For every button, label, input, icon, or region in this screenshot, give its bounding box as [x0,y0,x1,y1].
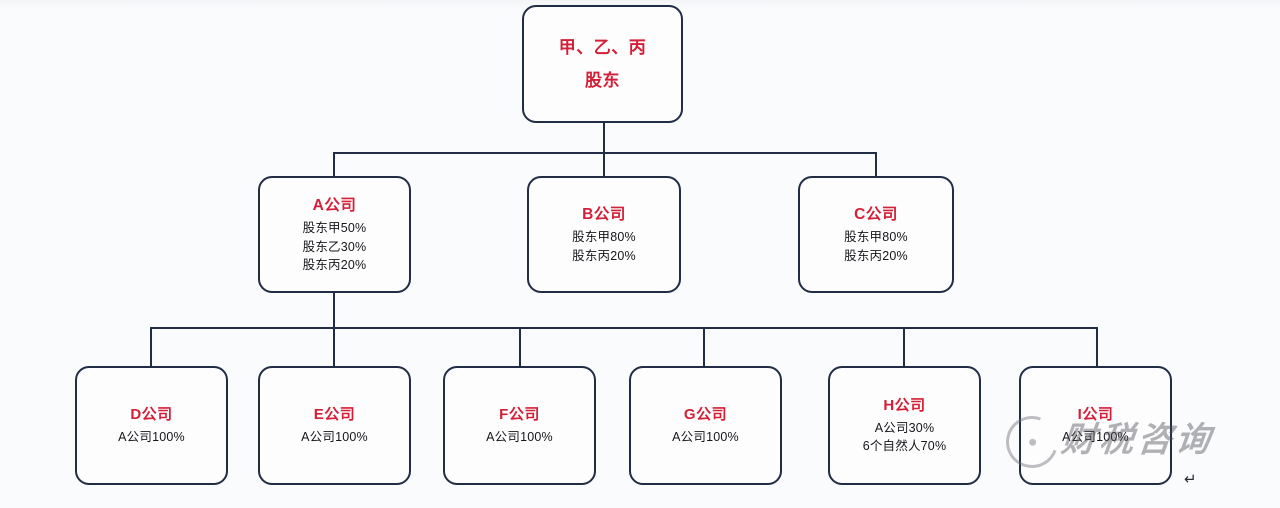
node-company-d[interactable]: D公司 A公司100% [75,366,228,485]
node-company-b-title: B公司 [582,206,626,224]
node-company-e-detail-0: A公司100% [301,429,368,444]
node-company-a-detail-2: 股东丙20% [302,257,367,272]
node-company-a[interactable]: A公司 股东甲50% 股东乙30% 股东丙20% [258,176,411,293]
node-company-b-detail-0: 股东甲80% [572,230,636,245]
node-company-a-detail-0: 股东甲50% [302,221,367,236]
node-company-f-title: F公司 [499,406,540,423]
node-company-i[interactable]: I公司 A公司100% [1019,366,1172,485]
connector-drop-b [603,152,606,176]
connector-drop-d [150,327,153,366]
node-company-f-detail-0: A公司100% [486,429,553,444]
node-company-d-title: D公司 [130,406,173,423]
connector-drop-g [703,327,706,366]
connector-drop-i [1096,327,1099,366]
node-company-c-detail-0: 股东甲80% [844,230,908,245]
node-company-b[interactable]: B公司 股东甲80% 股东丙20% [527,176,681,293]
connector-drop-h [903,327,906,366]
node-company-c-title: C公司 [854,206,898,224]
connector-level3-bus [150,327,1098,330]
connector-drop-c [875,152,878,176]
paragraph-return-mark: ↵ [1184,471,1197,488]
node-company-h-detail-0: A公司30% [874,420,935,435]
node-company-i-detail-0: A公司100% [1062,429,1129,444]
node-company-h[interactable]: H公司 A公司30% 6个自然人70% [828,366,981,485]
node-company-d-detail-0: A公司100% [118,429,185,444]
node-company-g-title: G公司 [683,406,728,423]
node-company-e-title: E公司 [313,406,356,423]
node-company-h-detail-1: 6个自然人70% [862,438,947,453]
node-company-f[interactable]: F公司 A公司100% [443,366,596,485]
connector-drop-f [519,327,522,366]
node-company-g[interactable]: G公司 A公司100% [629,366,782,485]
node-root-line2: 股东 [585,71,620,90]
node-company-b-detail-1: 股东丙20% [572,248,636,263]
node-company-c[interactable]: C公司 股东甲80% 股东丙20% [798,176,954,293]
node-company-h-title: H公司 [883,396,926,414]
connector-root-stem [603,121,606,154]
node-company-e[interactable]: E公司 A公司100% [258,366,411,485]
node-company-c-detail-1: 股东丙20% [844,248,908,263]
connector-drop-a [333,152,336,176]
node-company-g-detail-0: A公司100% [672,429,739,444]
connector-a-stem [333,292,336,329]
node-root-line1: 甲、乙、丙 [558,37,647,57]
node-shareholders-root[interactable]: 甲、乙、丙 股东 [522,5,683,123]
connector-drop-e [333,327,336,366]
node-company-a-detail-1: 股东乙30% [302,239,367,254]
node-company-i-title: I公司 [1077,406,1114,423]
node-company-a-title: A公司 [312,196,357,214]
